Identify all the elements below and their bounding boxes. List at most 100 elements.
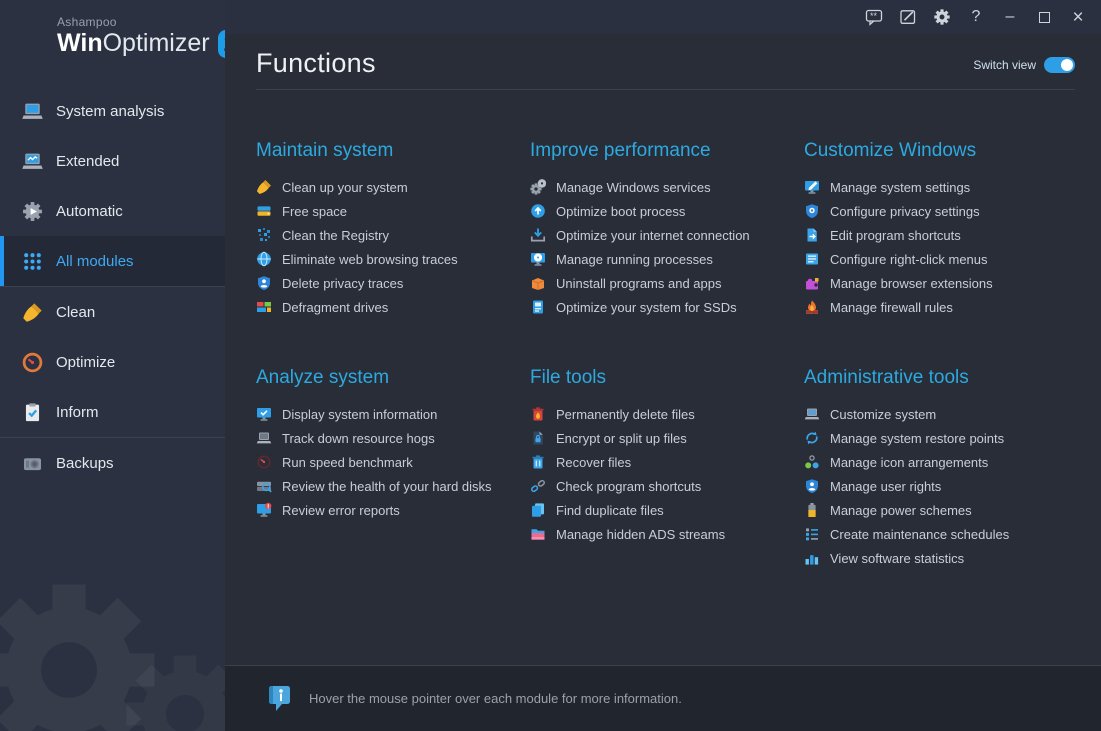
duplicate-docs-icon [530,502,546,518]
module-label: Configure privacy settings [830,203,980,219]
switch-view-label: Switch view [973,58,1036,72]
sidebar-item-extended[interactable]: Extended [0,136,225,186]
module-manage-icon-arrangements[interactable]: Manage icon arrangements [804,450,1091,474]
module-edit-program-shortcuts[interactable]: Edit program shortcuts [804,223,1091,247]
switch-view-toggle[interactable] [1044,57,1075,73]
monitor-pencil-icon [804,179,820,195]
module-view-software-statistics[interactable]: View software statistics [804,546,1091,570]
module-label: Manage running processes [556,251,713,267]
module-label: Uninstall programs and apps [556,275,722,291]
module-find-duplicate-files[interactable]: Find duplicate files [530,498,804,522]
module-track-down-resource-hogs[interactable]: Track down resource hogs [256,426,530,450]
module-clean-the-registry[interactable]: Clean the Registry [256,223,530,247]
registry-dots-icon [256,227,272,243]
sidebar-item-automatic[interactable]: Automatic [0,186,225,236]
firewall-flame-icon [804,299,820,315]
module-label: Manage user rights [830,478,942,494]
module-manage-windows-services[interactable]: Manage Windows services [530,175,804,199]
doc-lock-icon [530,430,546,446]
module-manage-running-processes[interactable]: Manage running processes [530,247,804,271]
footer-hint-text: Hover the mouse pointer over each module… [309,691,682,706]
settings-gear-icon[interactable] [925,2,959,32]
module-display-system-information[interactable]: Display system information [256,402,530,426]
switch-view-control: Switch view [973,57,1075,79]
module-optimize-your-system-for-ssds[interactable]: Optimize your system for SSDs [530,295,804,319]
module-create-maintenance-schedules[interactable]: Create maintenance schedules [804,522,1091,546]
module-manage-browser-extensions[interactable]: Manage browser extensions [804,271,1091,295]
group-title: File tools [530,367,607,388]
info-bubble-icon [268,685,290,711]
sidebar-item-label: Inform [56,403,99,421]
module-customize-system[interactable]: Customize system [804,402,1091,426]
module-permanently-delete-files[interactable]: Permanently delete files [530,402,804,426]
module-recover-files[interactable]: Recover files [530,450,804,474]
sidebar-item-all-modules[interactable]: All modules [0,236,225,286]
module-check-program-shortcuts[interactable]: Check program shortcuts [530,474,804,498]
module-label: Optimize your system for SSDs [556,299,737,315]
close-icon[interactable]: × [1072,6,1084,28]
notes-icon[interactable] [891,2,925,32]
download-tray-icon [530,227,546,243]
logo-product-bold: Win [57,29,103,57]
sidebar-item-label: Clean [56,303,96,321]
grid-dots-icon [21,250,43,272]
feedback-icon[interactable]: ** [857,2,891,32]
module-run-speed-benchmark[interactable]: Run speed benchmark [256,450,530,474]
sidebar-item-clean[interactable]: Clean [0,287,225,337]
module-label: Edit program shortcuts [830,227,961,243]
module-manage-power-schemes[interactable]: Manage power schemes [804,498,1091,522]
module-label: Encrypt or split up files [556,430,687,446]
module-manage-hidden-ads-streams[interactable]: Manage hidden ADS streams [530,522,804,546]
module-free-space[interactable]: Free space [256,199,530,223]
sidebar-item-optimize[interactable]: Optimize [0,337,225,387]
svg-text:**: ** [870,11,878,21]
module-optimize-your-internet-connection[interactable]: Optimize your internet connection [530,223,804,247]
minimize-icon[interactable]: – [1005,8,1015,25]
module-review-error-reports[interactable]: Review error reports [256,498,530,522]
laptop-screen-icon [21,100,43,122]
sidebar-item-label: Automatic [56,202,123,220]
maximize-icon[interactable] [1027,2,1061,32]
module-manage-system-settings[interactable]: Manage system settings [804,175,1091,199]
logo-product-rest: Optimizer [102,29,210,57]
module-defragment-drives[interactable]: Defragment drives [256,295,530,319]
uninstall-box-icon [530,275,546,291]
module-label: Permanently delete files [556,406,695,422]
sidebar-item-inform[interactable]: Inform [0,387,225,437]
module-configure-privacy-settings[interactable]: Configure privacy settings [804,199,1091,223]
gear-watermark [0,584,155,731]
module-label: Track down resource hogs [282,430,435,446]
module-review-the-health-of-your-hard-disks[interactable]: Review the health of your hard disks [256,474,530,498]
module-label: Customize system [830,406,937,422]
module-delete-privacy-traces[interactable]: Delete privacy traces [256,271,530,295]
module-label: Check program shortcuts [556,478,702,494]
module-manage-firewall-rules[interactable]: Manage firewall rules [804,295,1091,319]
module-label: Review error reports [282,502,400,518]
module-label: Defragment drives [282,299,389,315]
module-eliminate-web-browsing-traces[interactable]: Eliminate web browsing traces [256,247,530,271]
module-optimize-boot-process[interactable]: Optimize boot process [530,199,804,223]
module-manage-user-rights[interactable]: Manage user rights [804,474,1091,498]
sidebar-item-backups[interactable]: Backups [0,438,225,488]
group-title: Analyze system [256,367,390,388]
module-encrypt-or-split-up-files[interactable]: Encrypt or split up files [530,426,804,450]
module-manage-system-restore-points[interactable]: Manage system restore points [804,426,1091,450]
module-configure-right-click-menus[interactable]: Configure right-click menus [804,247,1091,271]
module-uninstall-programs-and-apps[interactable]: Uninstall programs and apps [530,271,804,295]
help-icon[interactable]: ? [971,8,981,25]
group-title: Maintain system [256,140,394,161]
sidebar-item-label: Optimize [56,353,116,371]
module-label: Manage icon arrangements [830,454,989,470]
module-clean-up-your-system[interactable]: Clean up your system [256,175,530,199]
sidebar-item-system-analysis[interactable]: System analysis [0,86,225,136]
sidebar-separator [0,437,225,438]
module-label: Manage browser extensions [830,275,993,291]
broom-big-icon [21,301,43,323]
module-label: Manage hidden ADS streams [556,526,726,542]
module-label: View software statistics [830,550,965,566]
